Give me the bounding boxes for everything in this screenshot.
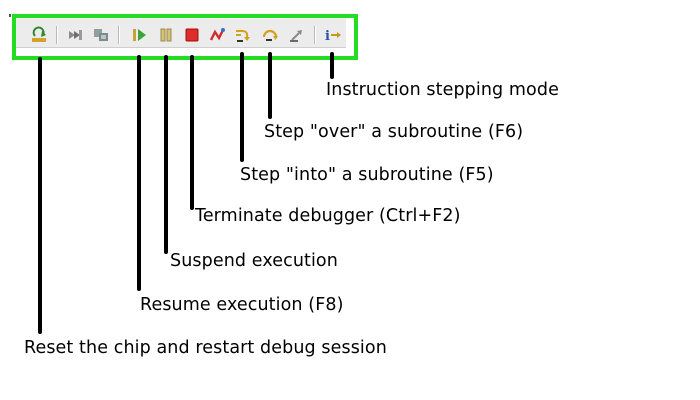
step-over-pointer-line xyxy=(268,52,272,119)
resume-icon xyxy=(133,29,146,41)
debug-toolbar: i xyxy=(16,18,346,48)
instruction-stepping-button[interactable]: i xyxy=(322,24,344,46)
svg-text:i: i xyxy=(325,29,330,44)
toolbar-separator xyxy=(56,26,58,44)
resume-pointer-line xyxy=(137,55,141,291)
reset-restart-icon xyxy=(32,26,46,42)
disconnect-icon xyxy=(94,29,108,41)
step-return-button[interactable] xyxy=(286,24,308,46)
suspend-pointer-line xyxy=(164,55,168,254)
step-over-icon xyxy=(262,29,278,41)
terminate-label: Terminate debugger (Ctrl+F2) xyxy=(195,206,461,226)
step-into-pointer-line xyxy=(240,52,244,162)
disconnect-debug-icon xyxy=(209,28,225,41)
reset-label: Reset the chip and restart debug session xyxy=(24,338,387,358)
reset-pointer-line xyxy=(38,57,42,334)
connect-icon xyxy=(69,30,82,40)
disconnect-target-button[interactable] xyxy=(90,24,112,46)
disconnect-debug-button[interactable] xyxy=(206,24,228,46)
step-over-label: Step "over" a subroutine (F6) xyxy=(264,122,524,142)
instruction-stepping-icon: i xyxy=(325,29,341,44)
instruction-stepping-pointer-line xyxy=(330,52,334,79)
corner-mark xyxy=(9,14,11,17)
step-over-button[interactable] xyxy=(259,24,281,46)
suspend-button[interactable] xyxy=(155,24,177,46)
resume-button[interactable] xyxy=(128,24,150,46)
step-into-icon xyxy=(236,30,250,42)
step-return-icon xyxy=(290,30,302,42)
terminate-button[interactable] xyxy=(181,24,203,46)
terminate-pointer-line xyxy=(190,55,194,210)
instruction-stepping-label: Instruction stepping mode xyxy=(326,80,559,100)
step-into-button[interactable] xyxy=(232,24,254,46)
connect-target-button[interactable] xyxy=(64,24,86,46)
suspend-icon xyxy=(160,28,172,42)
reset-restart-button[interactable] xyxy=(28,24,50,46)
toolbar-separator xyxy=(314,26,316,44)
toolbar-separator xyxy=(118,26,120,44)
terminate-icon xyxy=(185,28,199,42)
resume-label: Resume execution (F8) xyxy=(140,295,344,315)
step-into-label: Step "into" a subroutine (F5) xyxy=(240,165,494,185)
suspend-label: Suspend execution xyxy=(170,251,338,271)
